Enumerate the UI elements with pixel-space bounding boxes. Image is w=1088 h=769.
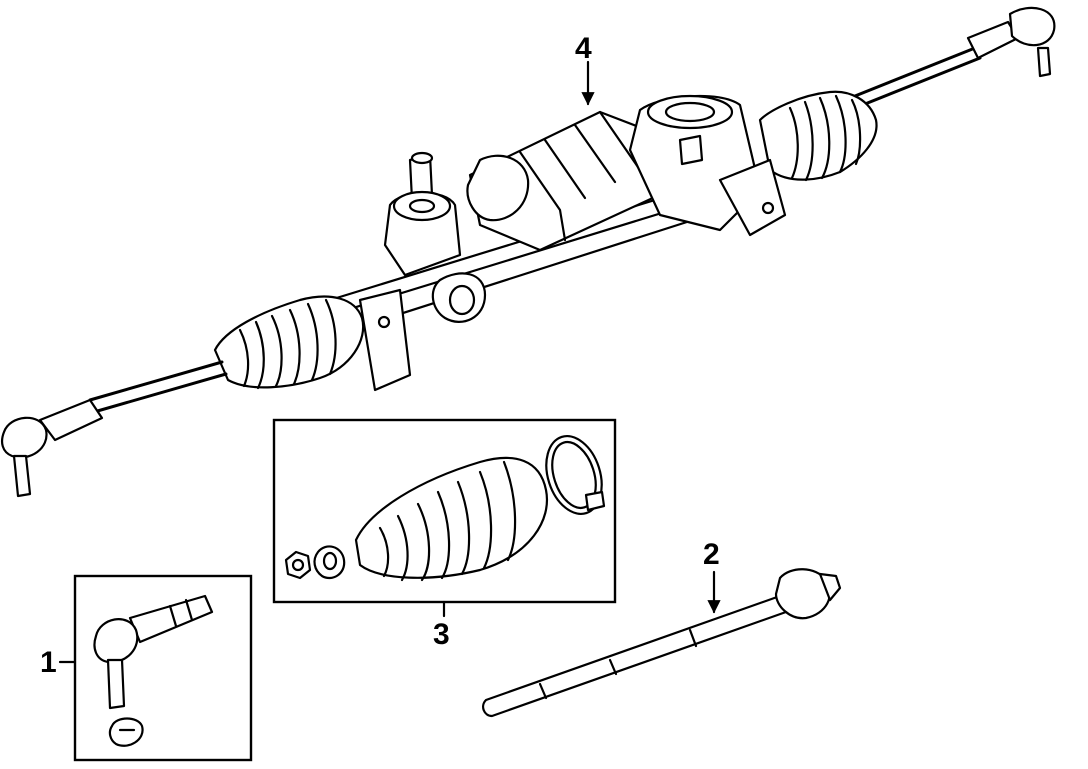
steering-rack-assembly [1,6,1056,498]
callout-3: 3 [433,618,450,651]
outer-tie-rod-end [93,594,214,747]
inner-tie-rod [482,568,842,718]
tie-rod-end-box [73,574,253,762]
callout-1: 1 [40,646,57,679]
callout-4: 4 [575,32,592,65]
boot-kit-parts [284,435,606,582]
callout-2: 2 [703,538,720,571]
